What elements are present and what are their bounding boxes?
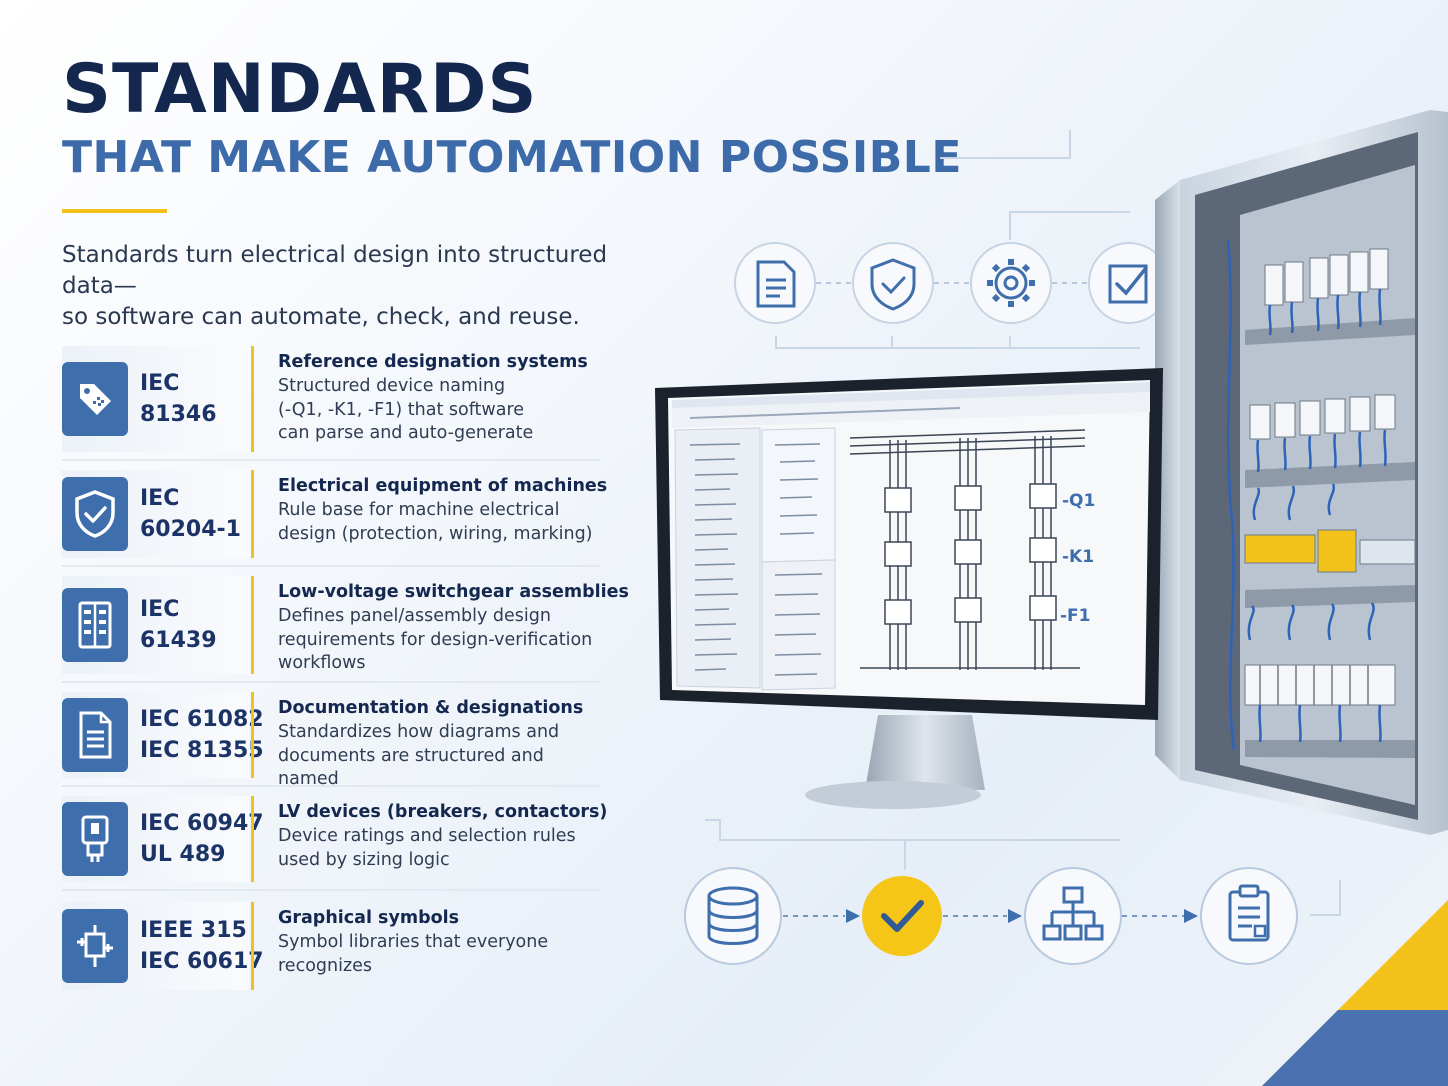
page-title: STANDARDS (62, 50, 538, 129)
intro-line-1: Standards turn electrical design into st… (62, 242, 608, 299)
standard-code: 60204-1 (140, 517, 241, 542)
standard-title: LV devices (breakers, contactors) (278, 802, 608, 822)
corner-accent-blue (1262, 1010, 1448, 1086)
standard-desc-line: Structured device naming (278, 376, 506, 396)
intro-text: Standards turn electrical design into st… (62, 240, 662, 333)
accent-bar (251, 796, 254, 882)
standard-codes: IEEE 315 IEC 60617 (140, 915, 264, 977)
standard-description: Reference designation systems Structured… (278, 350, 608, 446)
standard-code: IEC 60947 (140, 811, 264, 836)
standard-description: Graphical symbols Symbol libraries that … (278, 906, 608, 978)
standard-desc-line: workflows (278, 653, 366, 673)
standard-item-iec-61439: IEC 61439 Low-voltage switchgear assembl… (62, 576, 629, 683)
standard-description: Electrical equipment of machines Rule ba… (278, 474, 608, 546)
standard-desc-line: Symbol libraries that everyone (278, 932, 549, 952)
electrical-cabinet (1155, 110, 1448, 835)
standard-title: Documentation & designations (278, 698, 584, 718)
standard-item-ieee-315: IEEE 315 IEC 60617 Graphical symbols Sym… (62, 902, 602, 990)
standard-code: IEC 60617 (140, 949, 264, 974)
check-icon (862, 876, 942, 956)
accent-bar (251, 346, 254, 452)
hierarchy-icon (1024, 867, 1122, 965)
standard-desc-line: requirements for design-verification (278, 629, 593, 650)
symbol-icon (62, 909, 128, 983)
standard-description: Documentation & designations Standardize… (278, 696, 608, 792)
schematic-label-q1: -Q1 (1062, 491, 1095, 511)
intro-line-2: so software can automate, check, and reu… (62, 304, 580, 330)
standard-title: Electrical equipment of machines (278, 476, 608, 496)
standard-code: IEEE 315 (140, 918, 247, 943)
standard-description: LV devices (breakers, contactors) Device… (278, 800, 608, 872)
standard-code: IEC 81355 (140, 738, 264, 763)
standard-codes: IEC 81346 (140, 368, 217, 430)
standard-codes: IEC 60204-1 (140, 483, 241, 545)
gear-icon (970, 242, 1052, 324)
row-divider (62, 459, 600, 461)
standard-code: IEC (140, 597, 180, 622)
accent-bar (251, 576, 254, 674)
standard-code: IEC (140, 486, 180, 511)
row-divider (62, 889, 600, 891)
shield-icon (852, 242, 934, 324)
cad-screen: -Q1 -K1 -F1 (672, 382, 1150, 691)
standard-desc-line: Device ratings and selection rules (278, 826, 576, 846)
standard-code: 81346 (140, 402, 217, 427)
database-icon (684, 867, 782, 965)
title-accent-rule (62, 209, 167, 213)
standard-title: Low-voltage switchgear assemblies (278, 582, 629, 602)
shield-check-icon (62, 477, 128, 551)
tag-icon (62, 362, 128, 436)
breaker-icon (62, 802, 128, 876)
standard-item-iec-61082: IEC 61082 IEC 81355 Documentation & desi… (62, 692, 602, 789)
standard-title: Reference designation systems (278, 352, 588, 372)
circuit-background-lines (705, 130, 1341, 916)
standard-desc-line: design (protection, wiring, marking) (278, 523, 593, 544)
accent-bar (251, 470, 254, 558)
standard-codes: IEC 61082 IEC 81355 (140, 704, 264, 766)
standard-item-iec-60947: IEC 60947 UL 489 LV devices (breakers, c… (62, 796, 607, 891)
standard-desc-line: (-Q1, -K1, -F1) that software (278, 399, 525, 420)
standard-title: Graphical symbols (278, 908, 460, 928)
standard-desc-line: can parse and auto-generate (278, 423, 534, 443)
standard-code: IEC (140, 371, 180, 396)
standard-item-iec-60204-1: IEC 60204-1 Electrical equipment of mach… (62, 470, 607, 567)
standard-desc-line: recognizes (278, 955, 373, 976)
standard-codes: IEC 61439 (140, 594, 217, 656)
standard-item-iec-81346: IEC 81346 Reference designation systems … (62, 346, 602, 461)
standard-desc-line: Defines panel/assembly design (278, 606, 551, 626)
standard-desc-line: documents are structured and named (278, 745, 544, 790)
schematic-label-f1: -F1 (1060, 606, 1091, 626)
document-icon (62, 698, 128, 772)
accent-bar (251, 692, 254, 778)
standard-desc-line: used by sizing logic (278, 849, 450, 870)
clipboard-icon (1200, 867, 1298, 965)
standard-codes: IEC 60947 UL 489 (140, 808, 264, 870)
standard-code: 61439 (140, 628, 217, 653)
standard-code: IEC 61082 (140, 707, 264, 732)
schematic-label-k1: -K1 (1062, 547, 1094, 567)
row-divider (62, 681, 600, 683)
standard-code: UL 489 (140, 842, 226, 867)
standard-description: Low-voltage switchgear assemblies Define… (278, 580, 629, 676)
page-subtitle: THAT MAKE AUTOMATION POSSIBLE (62, 132, 962, 183)
document-icon (734, 242, 816, 324)
accent-bar (251, 902, 254, 990)
panel-icon (62, 588, 128, 662)
flow-arrowheads (846, 909, 1198, 923)
checkbox-icon (1088, 242, 1170, 324)
standard-desc-line: Standardizes how diagrams and (278, 722, 560, 742)
row-divider (62, 565, 600, 567)
row-divider (62, 785, 600, 787)
standard-desc-line: Rule base for machine electrical (278, 500, 560, 520)
